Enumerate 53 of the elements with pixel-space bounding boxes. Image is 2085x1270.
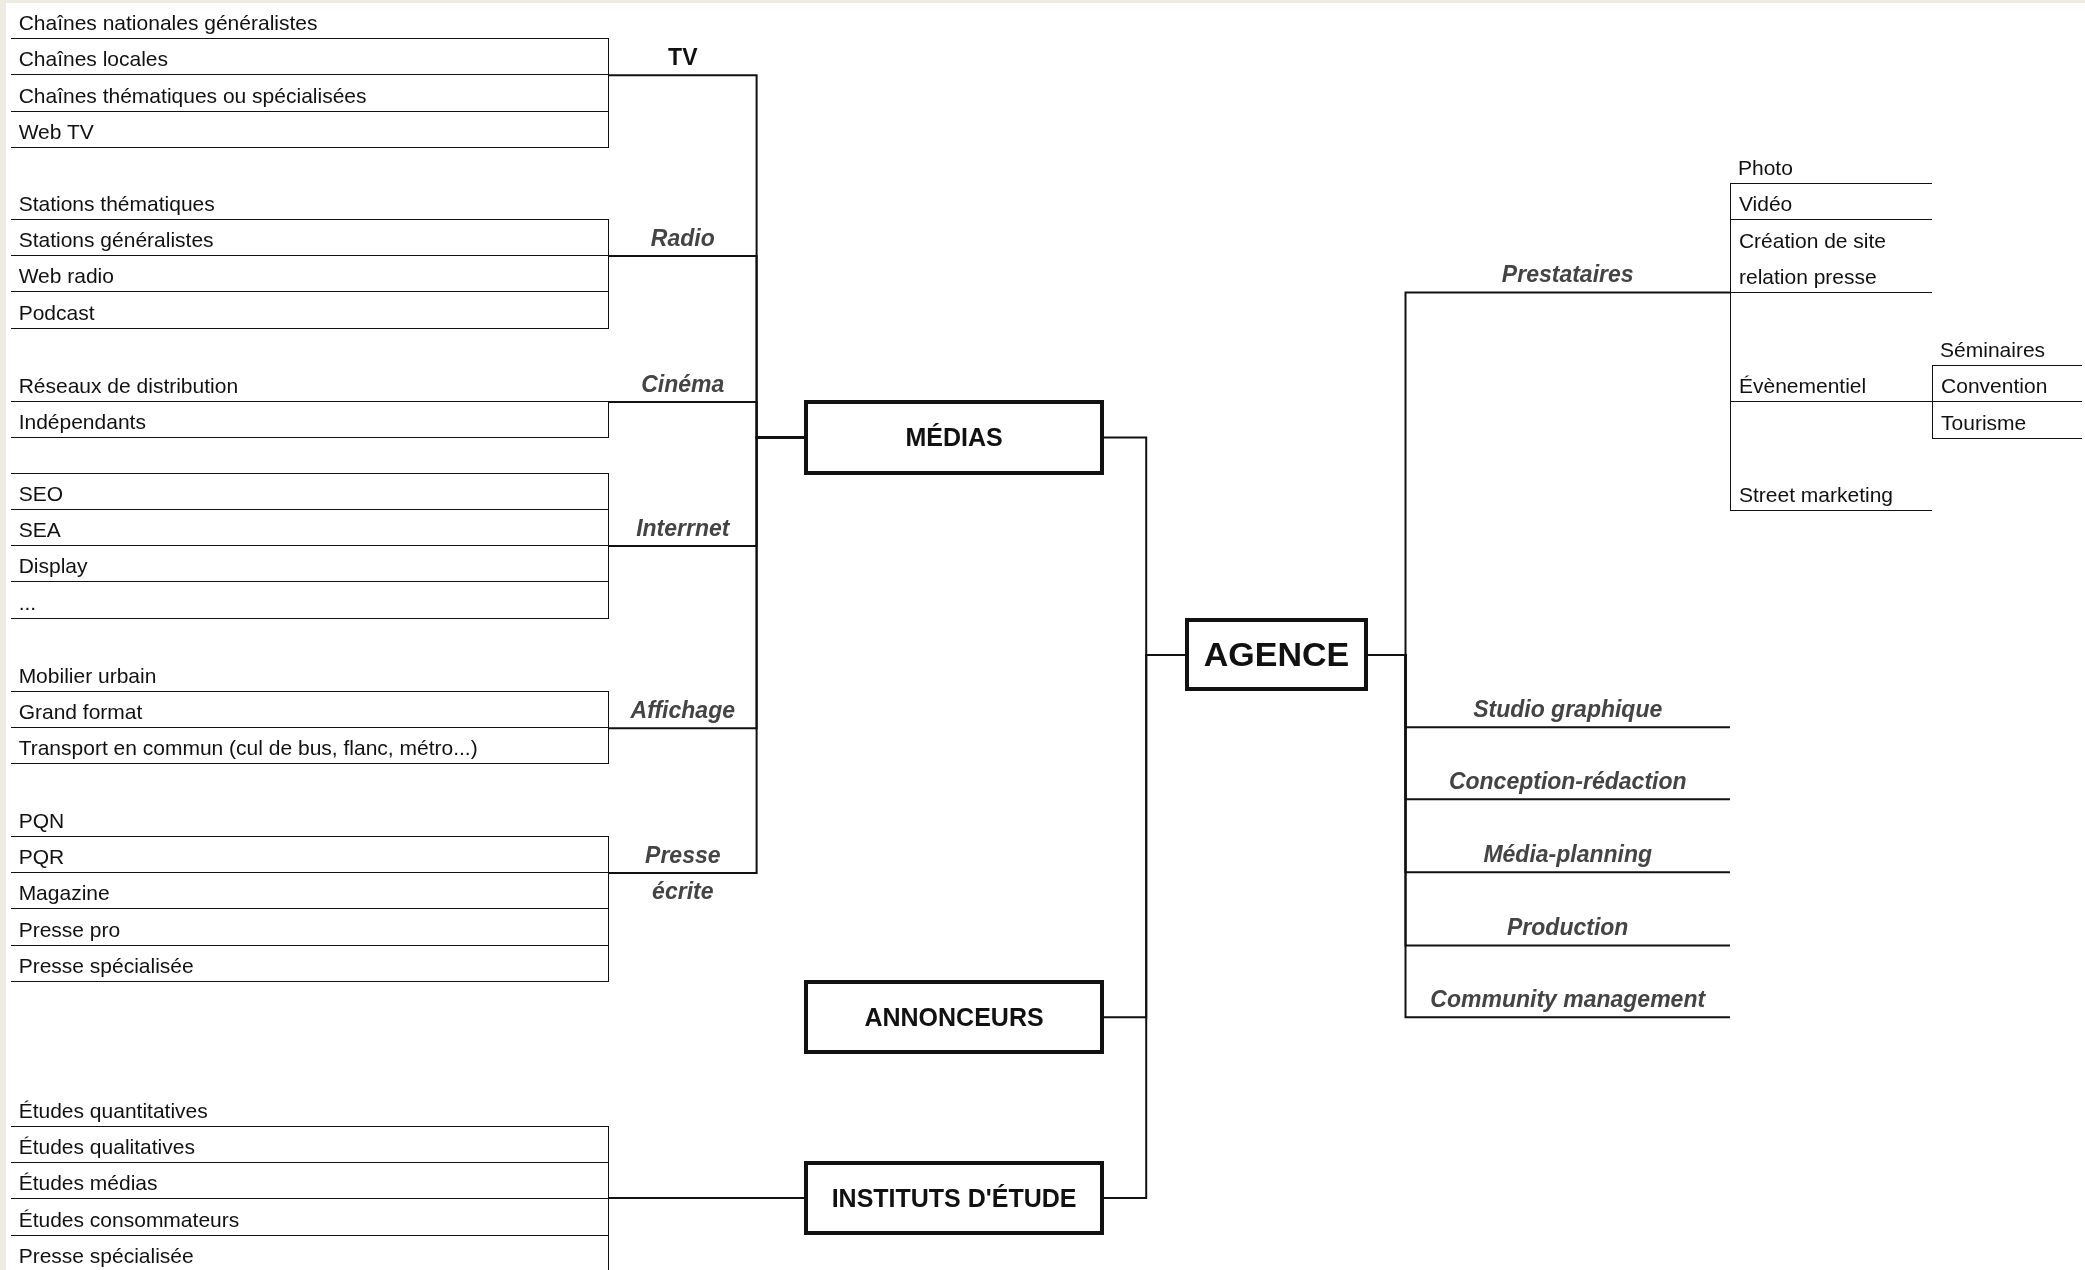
list-item: Études quantitatives <box>10 1090 609 1127</box>
edge-label: Média-planning <box>1482 840 1654 869</box>
list-item: Street marketing <box>1729 474 1933 511</box>
list-item: Photo <box>1729 147 1933 184</box>
list-item: Études consommateurs <box>10 1199 609 1236</box>
list-item: SEO <box>10 473 609 510</box>
list-item: Podcast <box>10 292 609 329</box>
category-box: MÉDIAS <box>804 400 1104 475</box>
list-item: Web TV <box>10 111 609 148</box>
list-item: Convention <box>1932 366 2083 403</box>
list-item: Chaînes thématiques ou spécialisées <box>10 75 609 112</box>
edge-label: Production <box>1506 913 1630 943</box>
edge-label: Affichage <box>629 695 736 725</box>
list-item: Évènementiel <box>1729 365 1933 402</box>
list-item: Display <box>10 545 609 583</box>
list-item: ... <box>10 582 609 619</box>
edge-label: Prestataires <box>1500 260 1635 290</box>
edge-label: Presse écrite <box>644 840 722 907</box>
list-item: Presse spécialisée <box>10 1235 609 1270</box>
list-item: Mobilier urbain <box>10 655 609 692</box>
list-item: PQN <box>10 800 609 837</box>
category-box: INSTITUTS D'ÉTUDE <box>804 1160 1104 1236</box>
list-item: Chaînes locales <box>10 38 609 76</box>
connector-line <box>608 1197 806 1200</box>
list-item: Études qualitatives <box>10 1126 609 1163</box>
edge-label: TV <box>667 42 699 72</box>
list-item: Séminaires <box>1932 329 2083 367</box>
list-item: Études médias <box>10 1162 609 1200</box>
list-item: Grand format <box>10 691 609 729</box>
category-box: ANNONCEURS <box>804 980 1104 1055</box>
list-item: Stations thématiques <box>10 183 609 220</box>
list-item: Création de site <box>1729 220 1933 257</box>
list-item: Réseaux de distribution <box>10 365 609 402</box>
list-item: Vidéo <box>1729 183 1933 221</box>
list-item: Magazine <box>10 873 609 910</box>
list-item: SEA <box>10 509 609 546</box>
edge-label: Conception-rédaction <box>1447 766 1688 796</box>
list-item: Tourisme <box>1932 402 2083 439</box>
edge-label: Radio <box>649 223 716 253</box>
list-item: PQR <box>10 836 609 874</box>
category-box: AGENCE <box>1184 618 1369 692</box>
list-item: Stations généralistes <box>10 219 609 257</box>
list-item: Chaînes nationales généralistes <box>10 2 609 39</box>
edge-label: Studio graphique <box>1472 695 1664 725</box>
edge-label: Interrnet <box>635 513 731 543</box>
edge-label: Cinéma <box>640 369 726 399</box>
list-item: Presse spécialisée <box>10 945 609 982</box>
list-item: Indépendants <box>10 401 609 439</box>
list-item: Transport en commun (cul de bus, flanc, métro...) <box>10 728 609 765</box>
list-item: Web radio <box>10 256 609 293</box>
list-item: Presse pro <box>10 909 609 946</box>
edge-label: Community management <box>1429 984 1707 1014</box>
list-item: relation presse <box>1729 256 1933 293</box>
